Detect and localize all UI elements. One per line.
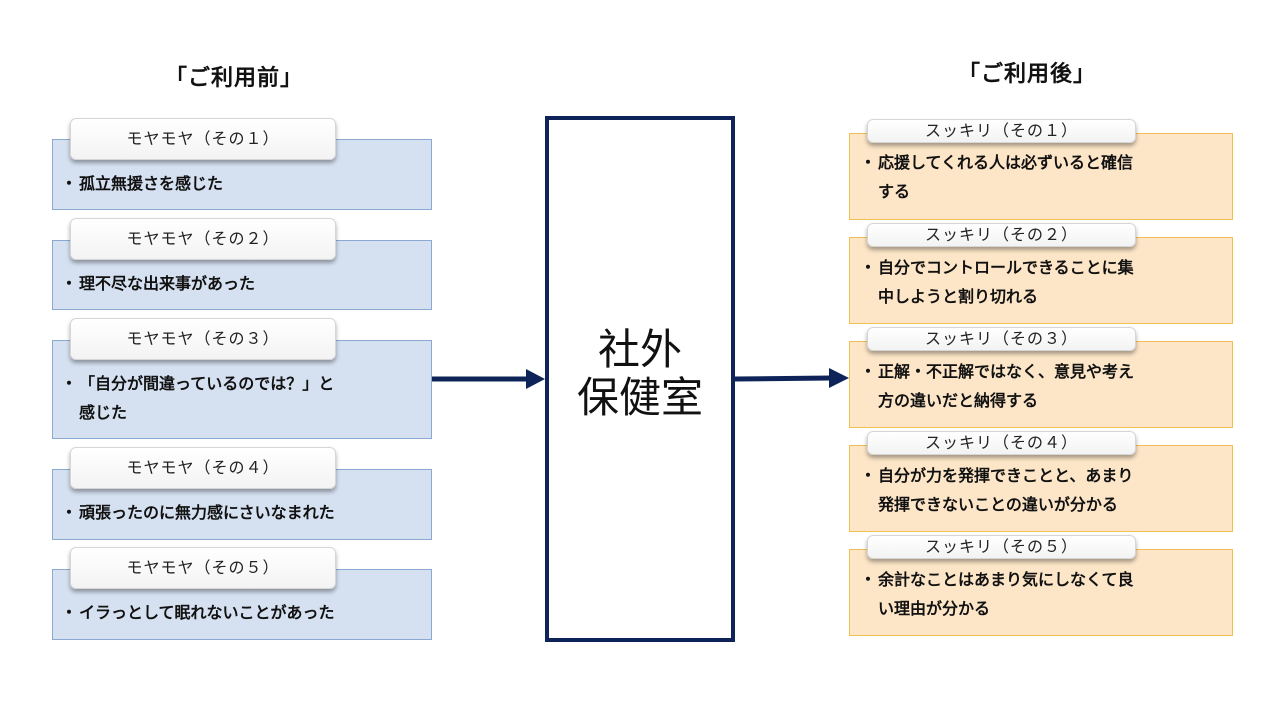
before-tab-2: モヤモヤ（その２） — [70, 218, 336, 260]
after-tab-3: スッキリ（その３） — [867, 327, 1136, 351]
before-item-5-text: イラっとして眠れないことがあった — [61, 598, 417, 627]
after-item-3: 正解・不正解ではなく、意見や考え 方の違いだと納得する — [849, 341, 1233, 428]
right-arrow-head — [829, 368, 849, 388]
before-heading: 「ご利用前」 — [165, 66, 304, 91]
after-item-1-text: 応援してくれる人は必ずいると確信 する — [860, 148, 1218, 206]
before-tab-1: モヤモヤ（その１） — [70, 118, 336, 160]
after-heading: 「ご利用後」 — [958, 62, 1097, 87]
after-item-1: 応援してくれる人は必ずいると確信 する — [849, 133, 1233, 220]
right-arrow-line — [734, 375, 832, 382]
before-tab-5: モヤモヤ（その５） — [70, 547, 336, 589]
before-item-3-text: 「自分が間違っているのでは？」と 感じた — [61, 369, 417, 427]
after-item-5: 余計なことはあまり気にしなくて良 い理由が分かる — [849, 549, 1233, 636]
after-tab-1: スッキリ（その１） — [867, 119, 1136, 143]
center-box: 社外 保健室 — [545, 116, 735, 642]
after-tab-4: スッキリ（その４） — [867, 431, 1136, 455]
before-item-1-text: 孤立無援さを感じた — [61, 169, 417, 198]
before-item-2-text: 理不尽な出来事があった — [61, 269, 417, 298]
before-tab-3: モヤモヤ（その３） — [70, 318, 336, 360]
before-item-4-text: 頑張ったのに無力感にさいなまれた — [61, 498, 417, 527]
after-item-2-text: 自分でコントロールできることに集 中しようと割り切れる — [860, 253, 1218, 311]
after-item-4-text: 自分が力を発揮できことと、あまり 発揮できないことの違いが分かる — [860, 461, 1218, 519]
after-tab-5: スッキリ（その５） — [867, 535, 1136, 559]
after-item-5-text: 余計なことはあまり気にしなくて良 い理由が分かる — [860, 565, 1218, 623]
before-tab-4: モヤモヤ（その４） — [70, 447, 336, 489]
after-item-4: 自分が力を発揮できことと、あまり 発揮できないことの違いが分かる — [849, 445, 1233, 532]
after-item-3-text: 正解・不正解ではなく、意見や考え 方の違いだと納得する — [860, 357, 1218, 415]
after-item-2: 自分でコントロールできることに集 中しようと割り切れる — [849, 237, 1233, 324]
center-label: 社外 保健室 — [576, 325, 703, 422]
left-arrow-head — [526, 369, 545, 389]
after-tab-2: スッキリ（その２） — [867, 223, 1136, 247]
